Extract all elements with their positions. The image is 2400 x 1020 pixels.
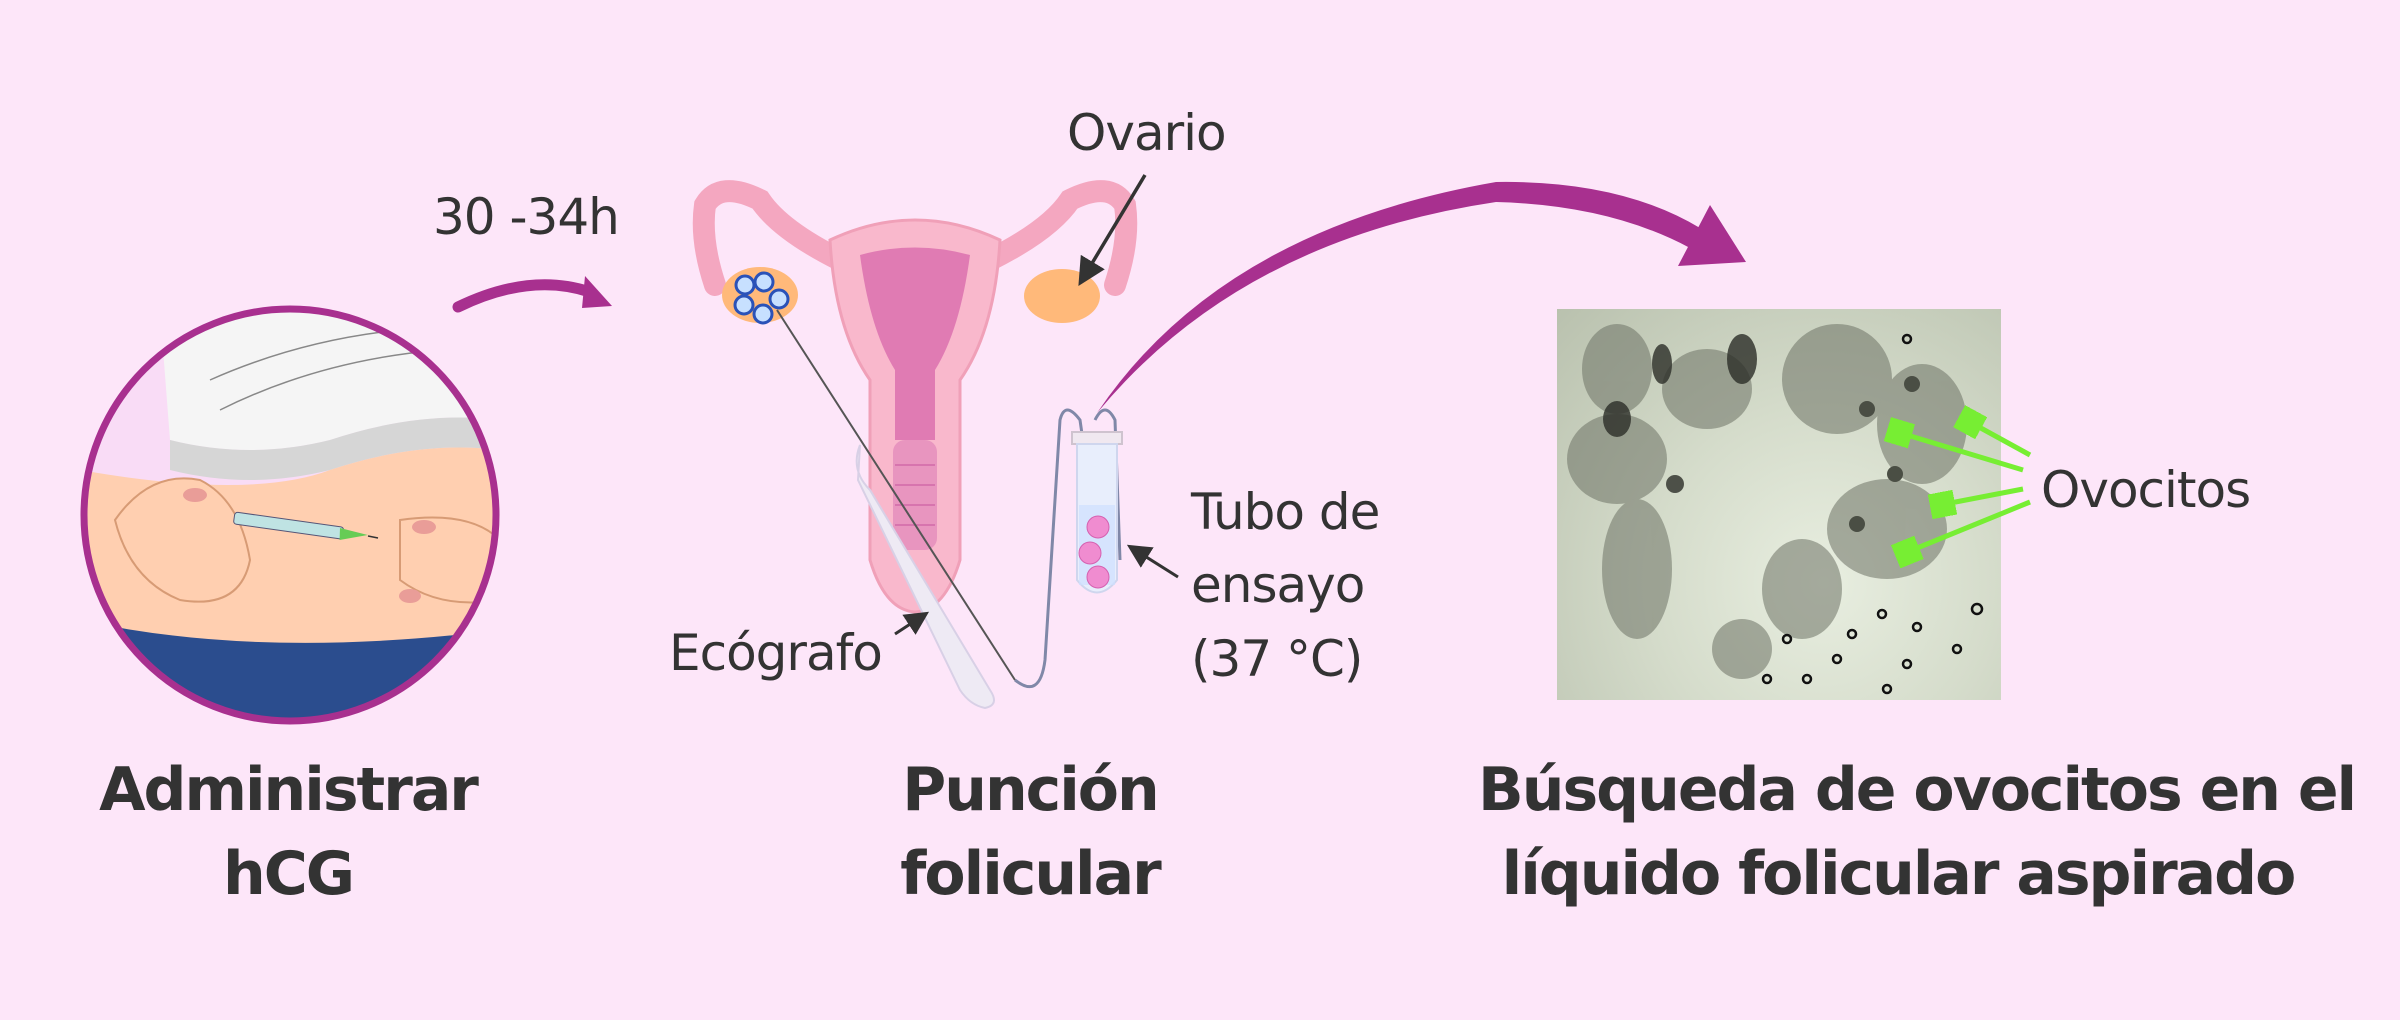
oocyte-pointer-icon — [1905, 499, 2031, 553]
test-tube-illustration — [1071, 431, 1123, 594]
ovary-pointer-icon — [1078, 174, 1147, 287]
step-title-line: folicular — [900, 839, 1161, 909]
step-title-follicular-puncture: Punción folicular — [830, 748, 1230, 916]
tube-pointer-icon — [1126, 544, 1179, 579]
small-arrow-icon — [452, 276, 612, 313]
oocyte-pointer-icon — [1968, 421, 2032, 458]
step-title-line: Administrar — [99, 755, 479, 825]
step-title-line: Búsqueda de ovocitos en el — [1478, 755, 2357, 825]
big-arrow-icon — [1097, 181, 1746, 413]
oocytes-label: Ovocitos — [2041, 461, 2251, 519]
step-title-line: líquido folicular aspirado — [1501, 839, 2297, 909]
oocyte-microscope-photo — [1557, 309, 2001, 700]
oocyte-pointer-icon — [1940, 486, 2024, 505]
uterus-illustration — [692, 180, 1138, 710]
step-title-oocyte-search: Búsqueda de ovocitos en el líquido folic… — [1478, 748, 2357, 916]
test-tube-label-line2: ensayo — [1191, 556, 1365, 614]
step-title-line: Punción — [902, 755, 1159, 825]
ovary-label: Ovario — [1067, 104, 1227, 162]
step-title-administer-hcg: Administrar hCG — [88, 748, 488, 916]
follicle-icons — [733, 271, 790, 325]
ultrasound-label: Ecógrafo — [669, 624, 883, 682]
syringe-icon — [233, 511, 379, 540]
ultrasound-pointer-icon — [894, 611, 930, 636]
step-title-line: hCG — [223, 839, 355, 909]
test-tube-label-line1: Tubo de — [1191, 483, 1380, 541]
timing-label: 30 -34h — [433, 188, 620, 246]
oocyte-pointer-icon — [1897, 432, 2024, 473]
test-tube-label-line3: (37 °C) — [1191, 630, 1363, 688]
